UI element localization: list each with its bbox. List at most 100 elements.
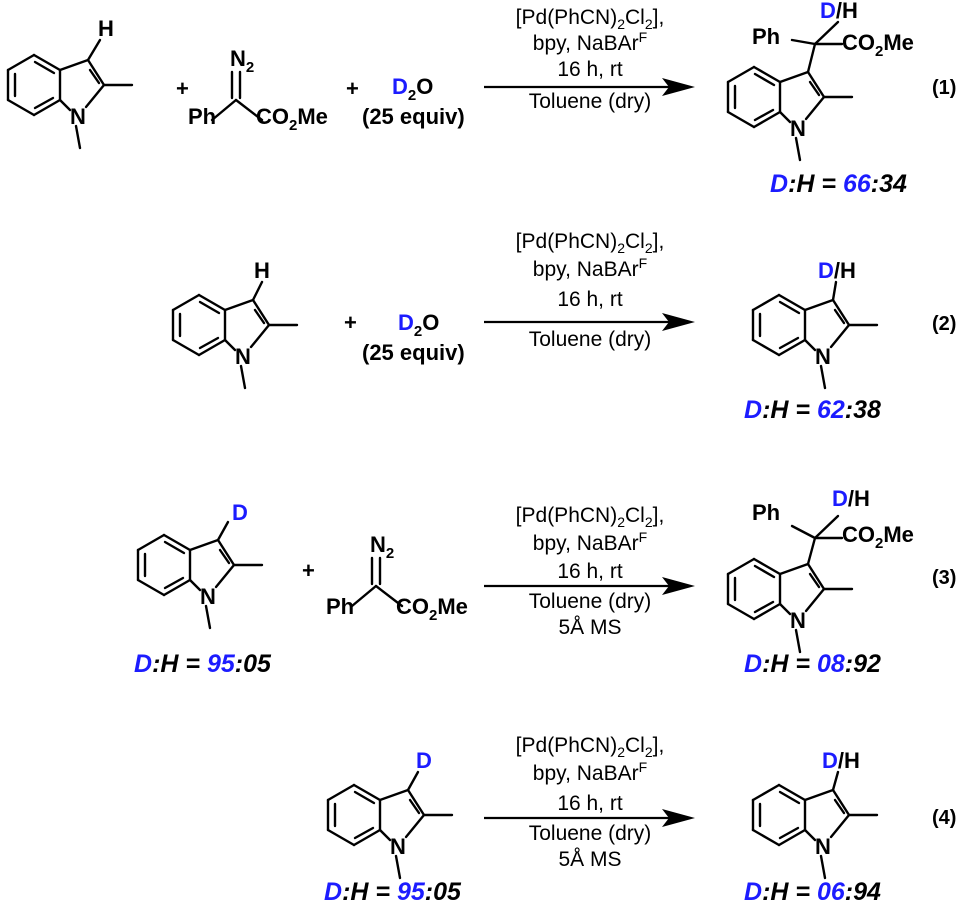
ester-co: CO bbox=[842, 30, 875, 55]
d2o-reagent-2: D2O (25 equiv) bbox=[362, 310, 465, 365]
condition-catalyst: [Pd(PhCN)2Cl2], bbox=[516, 734, 665, 760]
svg-text:D/H: D/H bbox=[832, 486, 870, 511]
d2o-d: D bbox=[398, 310, 414, 335]
product-3: Ph D/H CO2Me N D:H = 08:92 bbox=[726, 486, 914, 678]
svg-text:N2: N2 bbox=[370, 532, 394, 562]
h-bond bbox=[86, 38, 102, 62]
svg-text:D/H: D/H bbox=[820, 0, 858, 23]
c3-bond bbox=[806, 536, 817, 566]
separator: / bbox=[838, 748, 844, 773]
condition-solvent: Toluene (dry) bbox=[529, 822, 652, 845]
d-bond bbox=[216, 520, 230, 542]
condition-catalyst: [Pd(PhCN)2Cl2], bbox=[516, 504, 665, 530]
arrow-head bbox=[662, 809, 695, 827]
conditions-2: [Pd(PhCN)2Cl2], bpy, NaBArF 16 h, rt Tol… bbox=[484, 230, 695, 351]
indole-skeleton bbox=[171, 293, 299, 390]
separator: / bbox=[834, 258, 840, 283]
arrow-head bbox=[662, 313, 695, 331]
h-atom: H bbox=[98, 16, 114, 41]
svg-text:CO2Me: CO2Me bbox=[842, 522, 914, 552]
diazo-reagent-3: N2 Ph CO2Me bbox=[326, 532, 468, 624]
indole-skeleton bbox=[136, 533, 264, 630]
svg-text:CO2Me: CO2Me bbox=[842, 30, 914, 60]
d2o-sub: 2 bbox=[408, 87, 416, 104]
ratio-product-2: D:H = 62:38 bbox=[744, 396, 881, 424]
ester-co: CO bbox=[256, 104, 289, 129]
d2o-reagent-1: D2O (25 equiv) bbox=[362, 74, 465, 129]
sm-indole-3: D N D:H = 95:05 bbox=[134, 500, 272, 678]
sm-indole-1: H N bbox=[6, 16, 134, 150]
d2o-equiv: (25 equiv) bbox=[362, 340, 465, 365]
dh-bond bbox=[831, 280, 838, 302]
condition-time: 16 h, rt bbox=[557, 58, 623, 81]
h-atom: H bbox=[854, 486, 870, 511]
ester-me: Me bbox=[883, 30, 914, 55]
condition-sieves: 5Å MS bbox=[558, 848, 621, 871]
plus-sign: + bbox=[346, 76, 359, 101]
reaction-4: D N D:H = 95:05 [Pd(PhCN)2Cl2], bpy, NaB… bbox=[324, 734, 956, 906]
d-atom: D bbox=[416, 748, 432, 773]
ph-group: Ph bbox=[752, 24, 780, 49]
reaction-3: D N D:H = 95:05 + N2 Ph CO2Me [Pd(PhCN)2… bbox=[134, 486, 956, 678]
ratio-product-3: D:H = 08:92 bbox=[744, 650, 881, 678]
d2o-equiv: (25 equiv) bbox=[362, 104, 465, 129]
diazo-skeleton bbox=[210, 70, 264, 122]
conditions-1: [Pd(PhCN)2Cl2], bpy, NaBArF 16 h, rt Tol… bbox=[484, 6, 695, 113]
dh-bond bbox=[813, 20, 840, 46]
ester-sub: 2 bbox=[429, 607, 437, 624]
arrow-head bbox=[662, 577, 695, 595]
indole-skeleton bbox=[751, 783, 879, 880]
dh-bond bbox=[813, 514, 840, 540]
d2o-sub: 2 bbox=[414, 323, 422, 340]
diazo-n: N bbox=[370, 532, 386, 557]
conditions-4: [Pd(PhCN)2Cl2], bpy, NaBArF 16 h, rt Tol… bbox=[484, 734, 695, 871]
reaction-2: H N + D2O (25 equiv) [Pd(PhCN)2Cl2], bpy… bbox=[171, 230, 956, 424]
diazo-n2-sub: 2 bbox=[386, 545, 394, 562]
ph-group: Ph bbox=[188, 104, 216, 129]
h-bond bbox=[251, 280, 264, 302]
d-atom: D bbox=[232, 500, 248, 525]
condition-time: 16 h, rt bbox=[557, 792, 623, 815]
ph-group: Ph bbox=[752, 500, 780, 525]
svg-text:CO2Me: CO2Me bbox=[396, 594, 468, 624]
svg-text:CO2Me: CO2Me bbox=[256, 104, 328, 134]
svg-text:D/H: D/H bbox=[818, 258, 856, 283]
svg-text:D2O: D2O bbox=[392, 74, 433, 104]
condition-catalyst: [Pd(PhCN)2Cl2], bbox=[516, 6, 665, 32]
diazo-skeleton bbox=[350, 556, 404, 608]
c3-bond bbox=[806, 42, 817, 74]
condition-sieves: 5Å MS bbox=[558, 616, 621, 639]
dh-bond bbox=[831, 770, 840, 792]
d2o-d: D bbox=[392, 74, 408, 99]
condition-solvent: Toluene (dry) bbox=[529, 90, 652, 113]
ester-sub: 2 bbox=[289, 117, 297, 134]
condition-additives: bpy, NaBArF bbox=[533, 529, 647, 555]
n-atom: N bbox=[390, 834, 406, 859]
ph-bond bbox=[790, 38, 817, 46]
equation-label-3: (3) bbox=[932, 567, 956, 589]
arrow-head bbox=[662, 78, 695, 96]
product-4: D/H N D:H = 06:94 bbox=[744, 748, 881, 906]
indole-skeleton bbox=[751, 293, 879, 390]
equation-label-4: (4) bbox=[932, 807, 956, 829]
ester-co: CO bbox=[842, 522, 875, 547]
product-2: D/H N D:H = 62:38 bbox=[744, 258, 881, 424]
ester-me: Me bbox=[883, 522, 914, 547]
ester-me: Me bbox=[297, 104, 328, 129]
diazo-n2-sub: 2 bbox=[246, 59, 254, 76]
equation-label-2: (2) bbox=[932, 313, 956, 335]
d-atom: D bbox=[820, 0, 836, 23]
ester-sub: 2 bbox=[875, 43, 883, 60]
condition-solvent: Toluene (dry) bbox=[529, 590, 652, 613]
condition-time: 16 h, rt bbox=[557, 560, 623, 583]
d-atom: D bbox=[832, 486, 848, 511]
indole-skeleton bbox=[726, 65, 854, 162]
sm-indole-4: D N D:H = 95:05 bbox=[324, 748, 462, 906]
ester-me: Me bbox=[437, 594, 468, 619]
sm-indole-2: H N bbox=[171, 258, 299, 390]
n-atom: N bbox=[815, 344, 831, 369]
d-atom: D bbox=[822, 748, 838, 773]
ratio-sm-3: D:H = 95:05 bbox=[134, 650, 272, 678]
n-atom: N bbox=[235, 344, 251, 369]
